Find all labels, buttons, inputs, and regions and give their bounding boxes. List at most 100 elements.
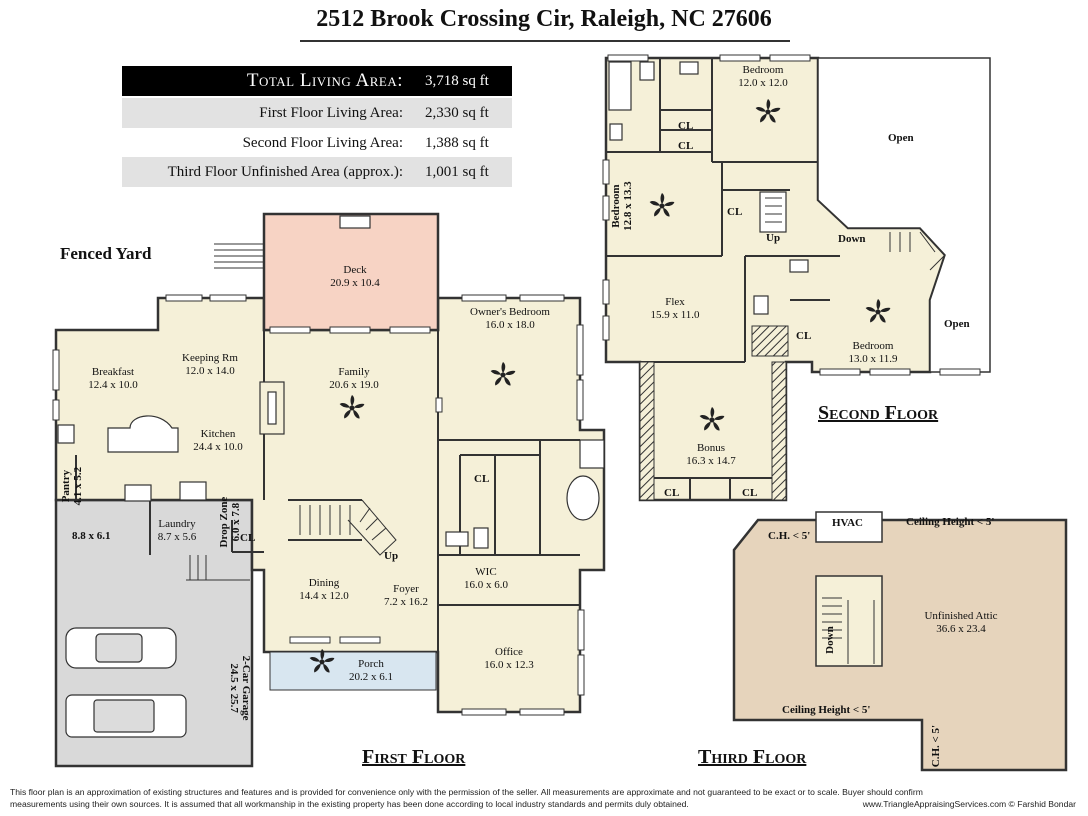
open-to-below-label: Open	[888, 132, 914, 144]
room-name: Bonus	[696, 442, 726, 454]
disclaimer-line: measurements using their own sources. It…	[10, 799, 689, 809]
room-dimensions: 20.6 x 19.0	[329, 378, 379, 391]
area-label: Total Living Area:	[246, 70, 403, 91]
room-name: Foyer	[393, 583, 419, 595]
first-floor-windows	[52, 294, 585, 716]
room-dimensions: 24.4 x 10.0	[193, 440, 243, 453]
first-floor-walls	[56, 330, 580, 712]
room-dimensions: 36.6 x 23.4	[936, 622, 986, 635]
closet-label: CL	[240, 532, 256, 544]
room-dimensions: 13.0 x 11.9	[848, 352, 898, 365]
garage-vehicles	[65, 627, 187, 738]
page-title: 2512 Brook Crossing Cir, Raleigh, NC 276…	[316, 6, 772, 32]
room-name: Dining	[308, 577, 340, 589]
room-dimensions: 24.5 x 25.7	[228, 663, 240, 713]
room-name: Laundry	[158, 518, 196, 530]
area-label: Third Floor Unfinished Area (approx.):	[167, 163, 403, 180]
ceiling-height-note: Ceiling Height < 5'	[782, 704, 871, 716]
closet-label: CL	[796, 330, 812, 342]
second-floor-stairs	[765, 197, 946, 271]
bonus-knee-wall-right	[771, 361, 787, 501]
room-name: WIC	[475, 566, 497, 578]
third-floor-title: Third Floor	[698, 746, 807, 768]
attic-stair-box	[815, 511, 883, 667]
room-dimensions: 8.7 x 5.6	[157, 530, 197, 543]
stairs-down-label: Down	[838, 233, 866, 245]
area-value: 1,388 sq ft	[425, 134, 489, 151]
bonus-knee-wall-left	[639, 361, 655, 501]
open-to-below-label: Open	[944, 318, 970, 330]
area-value: 3,718 sq ft	[425, 72, 489, 89]
room-dimensions: 20.2 x 6.1	[349, 670, 393, 683]
third-floor-area-row: Third Floor Unfinished Area (approx.): 1…	[122, 157, 512, 187]
first-floor-title: First Floor	[362, 746, 466, 768]
attic-stairs	[822, 597, 875, 664]
ceiling-height-note: Ceiling Height < 5'	[906, 516, 995, 528]
first-floor-stairs	[299, 499, 397, 556]
room-dimensions: 4.1 x 5.2	[72, 466, 84, 506]
kitchen-fixtures	[57, 215, 605, 549]
closet-label: CL	[678, 140, 694, 152]
room-dimensions: 12.0 x 14.0	[185, 364, 235, 377]
stairs-up-label: Up	[384, 550, 399, 562]
room-name: Owner's Bedroom	[470, 306, 550, 318]
room-dimensions: 12.0 x 12.0	[738, 76, 788, 89]
room-name: Porch	[358, 658, 384, 670]
room-name: 2-Car Garage	[240, 655, 253, 721]
second-floor-area-row: Second Floor Living Area: 1,388 sq ft	[122, 128, 512, 158]
second-floor-walls	[606, 58, 840, 500]
second-floor-open	[817, 57, 991, 373]
deck-steps	[186, 243, 264, 581]
room-name: Kitchen	[200, 428, 236, 440]
area-label: First Floor Living Area:	[259, 104, 403, 121]
room-dimensions: 12.4 x 10.0	[88, 378, 138, 391]
deck-area	[262, 212, 440, 332]
area-label: Second Floor Living Area:	[242, 134, 403, 151]
area-value: 1,001 sq ft	[425, 163, 489, 180]
room-name: Bedroom	[742, 64, 784, 76]
room-dimensions: 16.0 x 18.0	[485, 318, 535, 331]
porch-area	[269, 651, 437, 691]
room-dimensions: 16.3 x 14.7	[686, 454, 736, 467]
stairs-down-label: Down	[823, 626, 836, 654]
first-floor-area-row: First Floor Living Area: 2,330 sq ft	[122, 98, 512, 128]
stairs-up-label: Up	[766, 232, 781, 244]
room-name: Deck	[343, 264, 367, 276]
third-floor-plan	[732, 518, 1068, 772]
room-name: Bedroom	[609, 184, 622, 228]
disclaimer: This floor plan is an approximation of e…	[10, 786, 1080, 810]
room-name: Office	[495, 646, 523, 658]
area-value: 2,330 sq ft	[425, 104, 489, 121]
room-name: Keeping Rm	[182, 352, 238, 364]
room-garage-storage: 8.8 x 6.1	[72, 530, 111, 542]
room-dimensions: 20.9 x 10.4	[330, 276, 380, 289]
room-name: Family	[338, 366, 370, 378]
room-dimensions: 14.4 x 12.0	[299, 589, 349, 602]
ceiling-height-note: C.H. < 5'	[929, 724, 942, 768]
room-name: Bedroom	[852, 340, 894, 352]
room-name: Breakfast	[91, 366, 135, 378]
room-dimensions: 7.2 x 16.2	[384, 595, 428, 608]
total-living-area-row: Total Living Area: 3,718 sq ft	[122, 66, 512, 96]
room-name: Pantry	[59, 469, 72, 503]
room-dimensions: 12.8 x 13.3	[622, 181, 634, 231]
